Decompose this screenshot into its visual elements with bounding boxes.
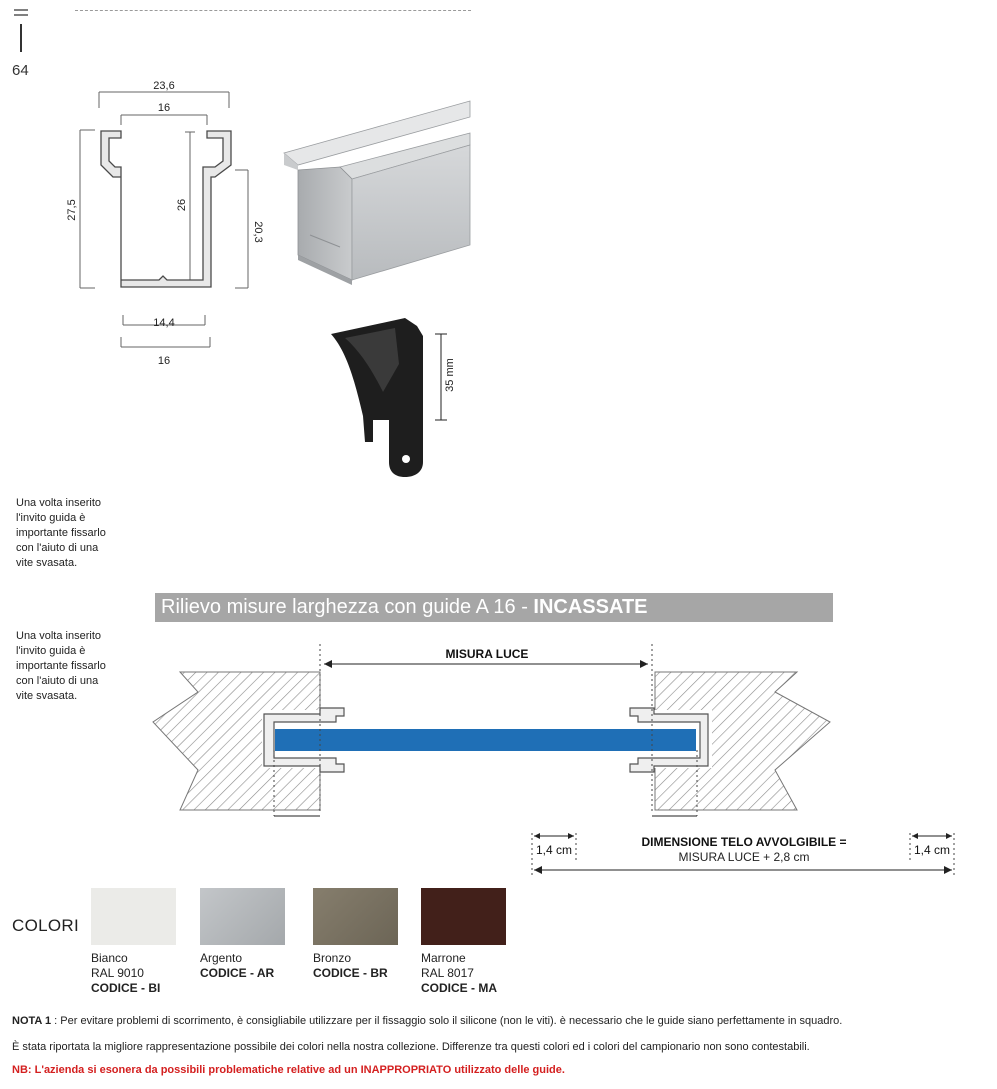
dim-inner-width: 16 (158, 102, 170, 114)
page-number: 64 (12, 62, 29, 79)
dim-bottom: 16 (158, 355, 170, 367)
colors-title: COLORI (12, 916, 79, 935)
installation-diagram: MISURA LUCE 1,4 cm 1,4 cm DIMENSIONE TEL… (152, 644, 955, 878)
nb-note: NB: L'azienda si esonera da possibili pr… (12, 1064, 565, 1076)
telo-formula: MISURA LUCE + 2,8 cm (678, 850, 809, 864)
swatch-argento (200, 888, 285, 945)
dim-inner-height: 26 (176, 199, 188, 211)
roller-fabric (275, 729, 696, 751)
disclaimer: È stata riportata la migliore rappresent… (12, 1041, 810, 1053)
section-title: Rilievo misure larghezza con guide A 16 … (155, 593, 833, 622)
right-offset-label: 1,4 cm (914, 843, 950, 857)
left-offset-label: 1,4 cm (536, 843, 572, 857)
end-cap-render: 35 mm (331, 318, 456, 477)
guide-rail-render (283, 100, 471, 285)
profile-drawing: 23,6 16 27,5 26 20,3 14,4 16 (66, 80, 264, 367)
bookmark-icon (14, 9, 28, 52)
swatch-bianco (91, 888, 176, 945)
top-divider (75, 10, 471, 11)
end-cap-height: 35 mm (444, 358, 456, 392)
dim-bottom-inner: 14,4 (153, 317, 174, 329)
misura-luce-label: MISURA LUCE (446, 647, 529, 661)
telo-label: DIMENSIONE TELO AVVOLGIBILE = (641, 835, 846, 849)
swatch-bronzo (313, 888, 398, 945)
dim-outer-width: 23,6 (153, 80, 174, 92)
nota-1: NOTA 1 : Per evitare problemi di scorrim… (12, 1015, 843, 1027)
dim-height: 27,5 (66, 199, 78, 220)
swatch-marrone (421, 888, 506, 945)
dim-side-height: 20,3 (252, 221, 264, 242)
